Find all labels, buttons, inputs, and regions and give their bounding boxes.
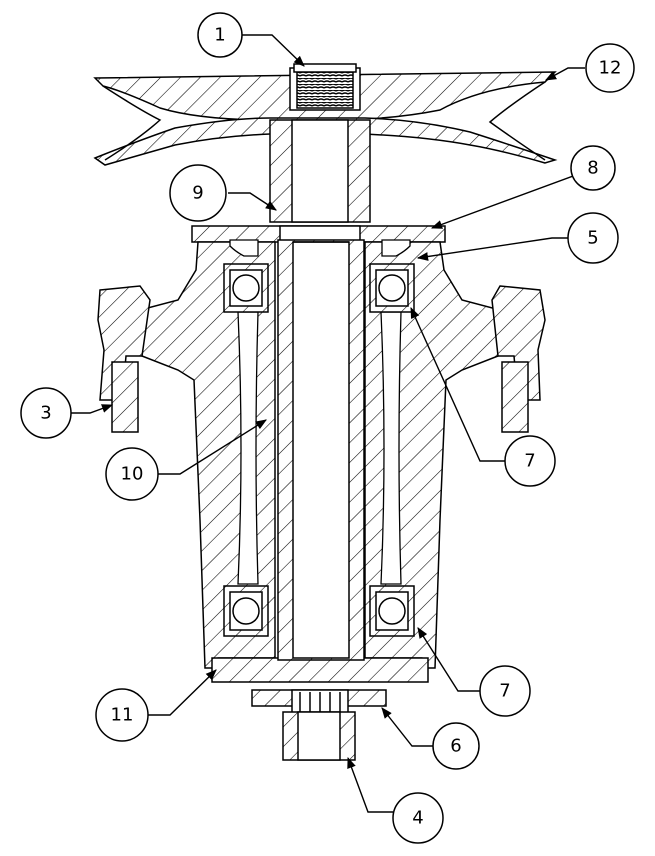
hub-spacer	[269, 119, 371, 223]
callout-9: 9	[169, 164, 227, 222]
callout-11: 11	[95, 688, 149, 742]
bearing-bottom-right	[369, 585, 415, 637]
callout-1: 1	[197, 12, 243, 58]
callout-4: 4	[392, 792, 444, 844]
top-nut	[289, 63, 361, 111]
callout-8: 8	[570, 145, 616, 191]
callout-7-upper-label: 7	[524, 451, 535, 472]
callout-10: 10	[105, 447, 159, 501]
callout-12-label: 12	[599, 58, 622, 79]
bearing-bottom-left	[223, 585, 269, 637]
callout-7-lower: 7	[479, 665, 531, 717]
bottom-nut	[282, 689, 356, 761]
bearing-top-left	[223, 263, 269, 313]
bearing-spacers	[237, 311, 402, 585]
callout-12: 12	[585, 43, 635, 93]
callout-7-lower-label: 7	[499, 681, 510, 702]
leader-lines	[70, 34, 593, 813]
mounting-ears	[97, 285, 546, 433]
callout-5: 5	[567, 212, 619, 264]
callout-7-upper: 7	[504, 435, 556, 487]
top-plate	[191, 225, 446, 243]
callout-9-label: 9	[192, 183, 203, 204]
callout-5-label: 5	[587, 228, 598, 249]
bearing-top-right	[369, 263, 415, 313]
callout-1-label: 1	[214, 25, 225, 46]
callout-11-label: 11	[111, 705, 134, 726]
callout-10-label: 10	[121, 464, 144, 485]
callout-6-label: 6	[450, 736, 461, 757]
bearings	[223, 263, 415, 637]
seals	[229, 239, 411, 257]
spindle-shaft	[277, 239, 365, 661]
callout-3-label: 3	[40, 403, 51, 424]
callout-8-label: 8	[587, 158, 598, 179]
callout-4-label: 4	[412, 808, 423, 829]
callout-3: 3	[20, 387, 72, 439]
callout-6: 6	[432, 722, 480, 770]
